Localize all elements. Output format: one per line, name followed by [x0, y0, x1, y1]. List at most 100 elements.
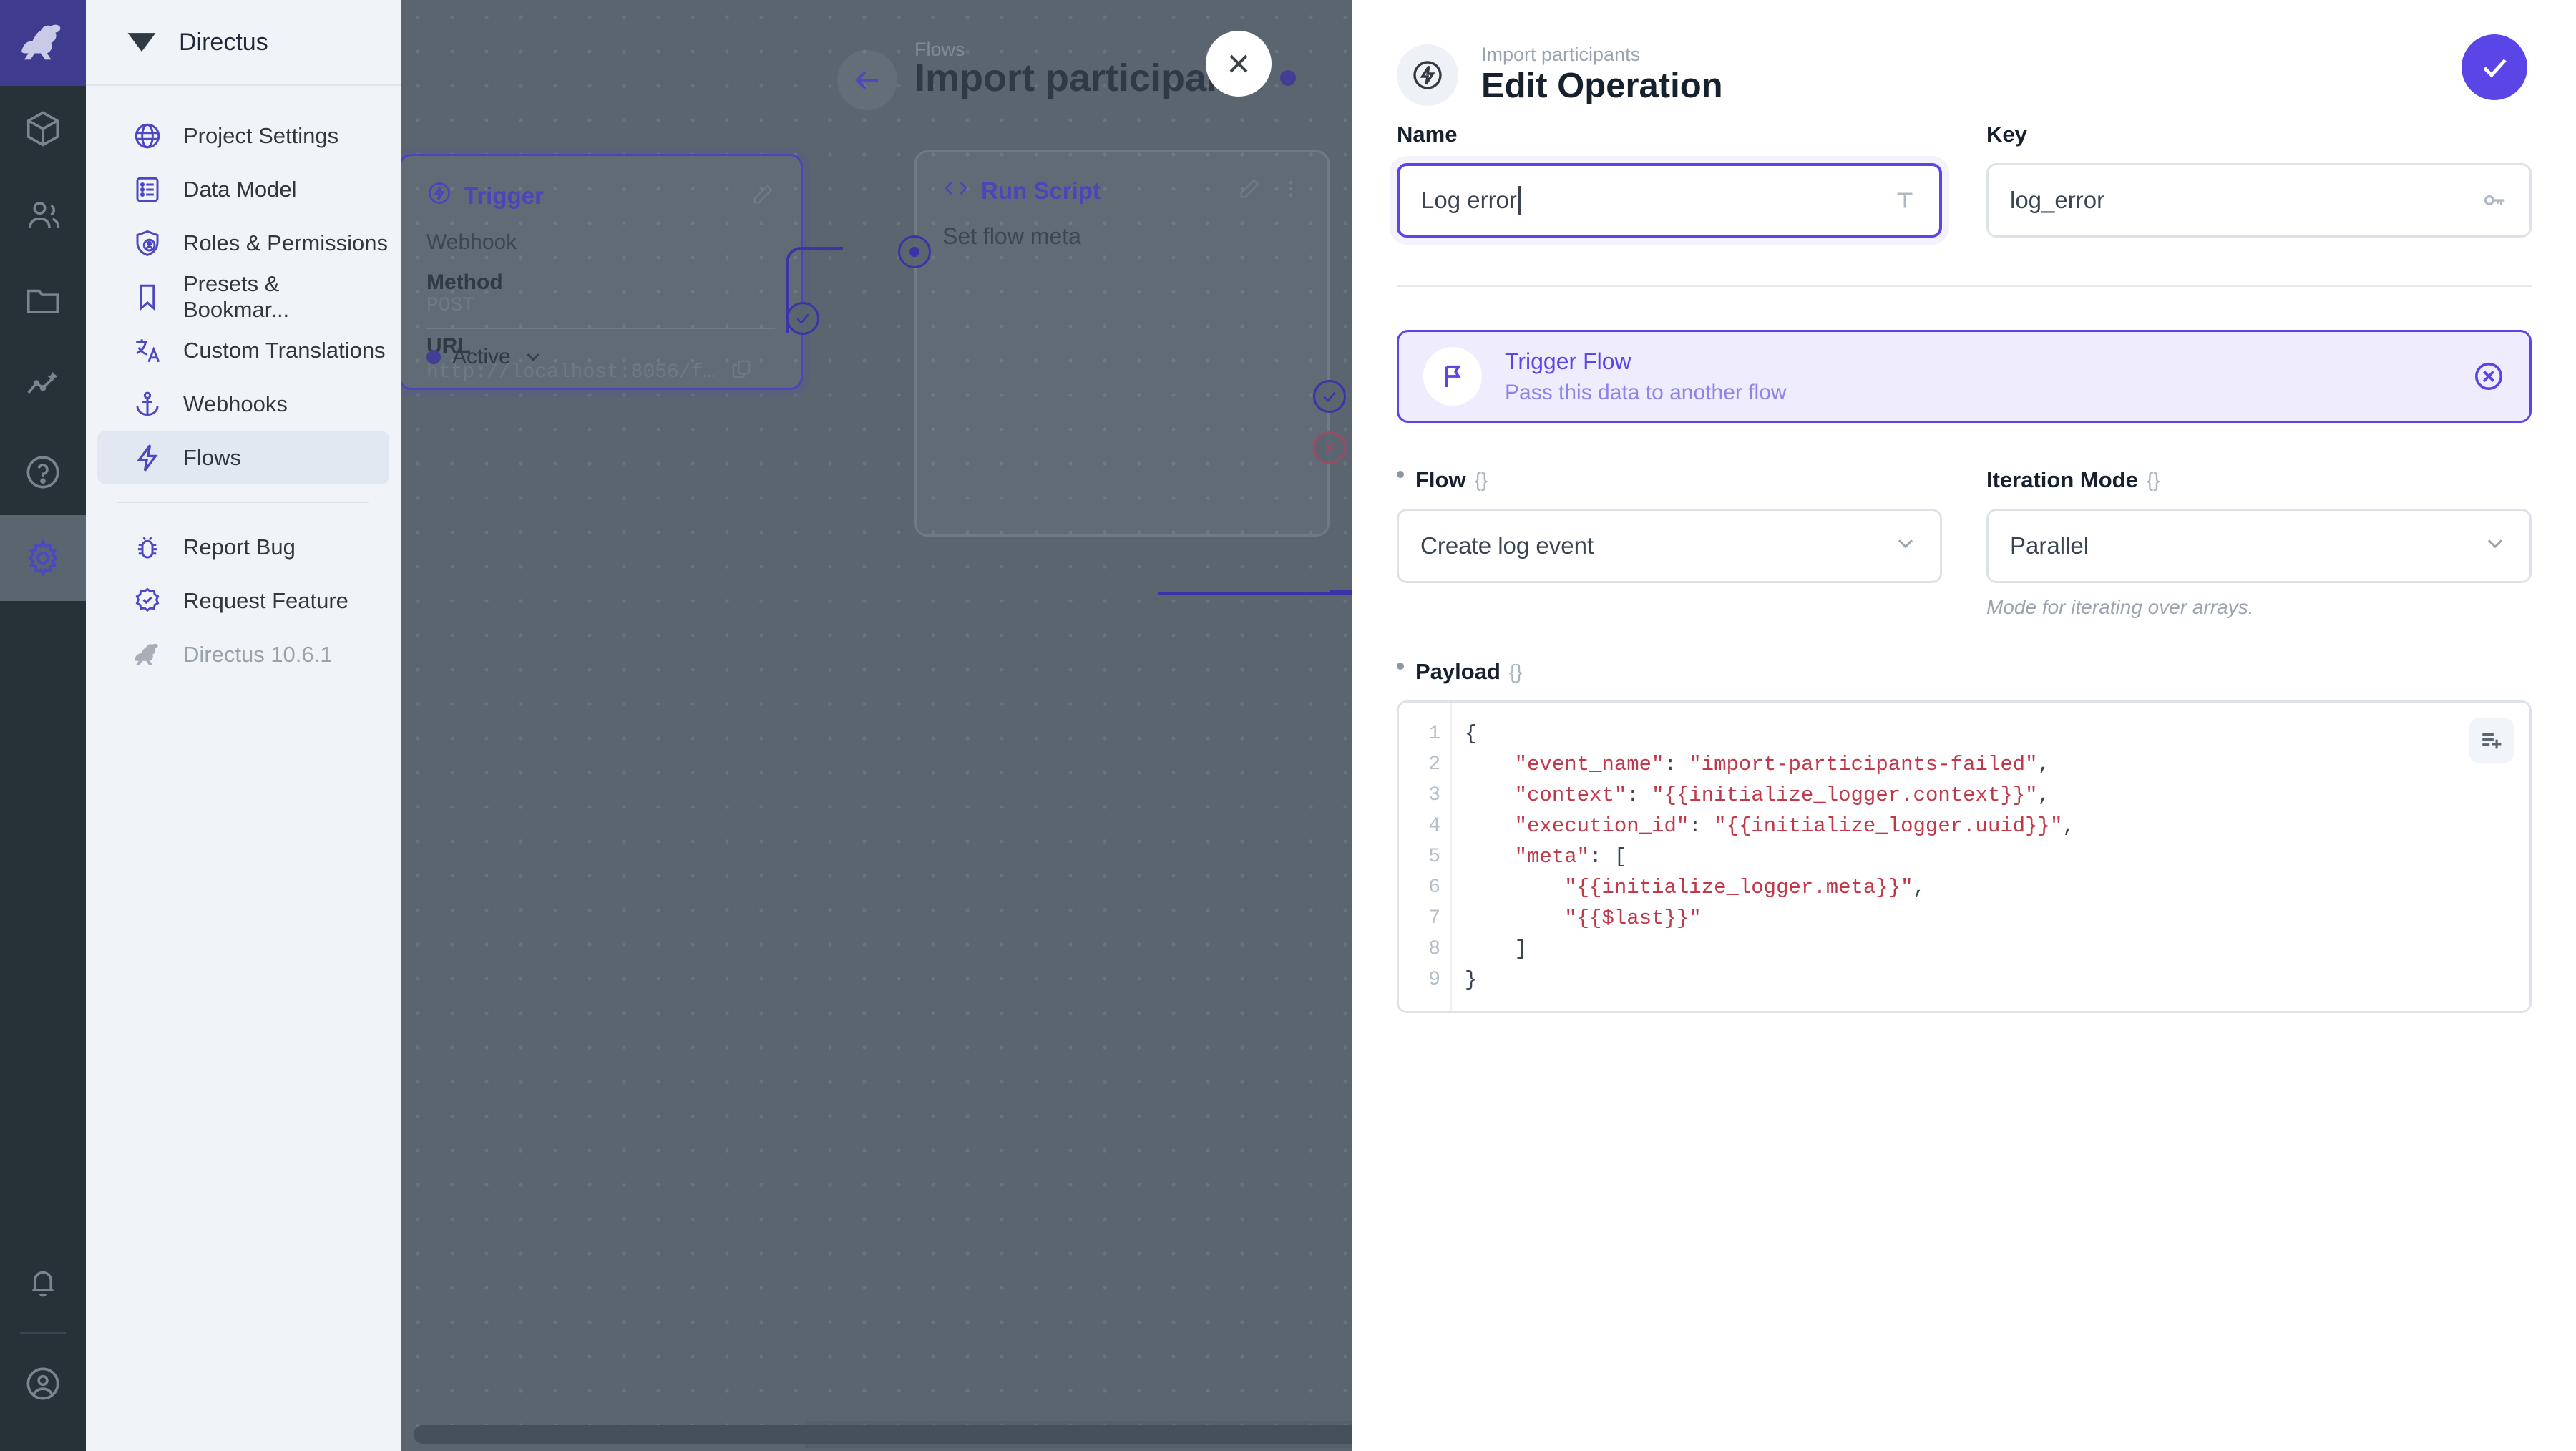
banner-title: Trigger Flow	[1505, 348, 1631, 374]
key-input[interactable]: log_error	[1986, 163, 2532, 238]
flag-icon	[1423, 347, 1482, 406]
iteration-mode-hint: Mode for iterating over arrays.	[1986, 596, 2254, 618]
chevron-down-icon[interactable]	[522, 346, 544, 368]
user-account-icon[interactable]	[0, 1341, 86, 1427]
notifications-bell-icon[interactable]	[0, 1239, 86, 1325]
close-drawer-button[interactable]	[1206, 31, 1272, 97]
node-output-port-error[interactable]	[1313, 431, 1346, 464]
flow-edge	[1158, 592, 1430, 595]
operation-type-banner[interactable]: Trigger Flow Pass this data to another f…	[1397, 330, 2532, 423]
sidebar-item-presets-bookmarks[interactable]: Presets & Bookmar...	[97, 270, 389, 323]
users-icon[interactable]	[0, 172, 86, 258]
sidebar-item-version: Directus 10.6.1	[97, 627, 389, 681]
breadcrumb[interactable]: Flows	[914, 39, 965, 60]
sidebar-item-label: Flows	[183, 444, 241, 470]
more-options-icon[interactable]	[1280, 177, 1302, 205]
node-input-port[interactable]	[898, 235, 931, 268]
name-key-row: Name Log error Key	[1397, 122, 2532, 238]
editor-code-line: "{{initialize_logger.meta}}",	[1564, 876, 1926, 899]
node-header: Trigger	[426, 180, 775, 212]
node-field-value: POST	[426, 295, 475, 317]
name-input-value: Log error	[1421, 187, 1517, 213]
badge-check-icon	[130, 584, 165, 618]
list-box-icon	[130, 172, 165, 207]
name-input[interactable]: Log error	[1397, 163, 1942, 238]
translate-icon	[130, 333, 165, 368]
insights-icon[interactable]	[0, 343, 86, 429]
editor-code-line: {	[1465, 722, 1478, 746]
iteration-mode-label: Iteration Mode {}	[1986, 467, 2532, 493]
circle-x-icon[interactable]	[2472, 360, 2505, 393]
braces-icon: {}	[1474, 469, 1488, 491]
iteration-mode-select[interactable]: Parallel	[1986, 509, 2532, 583]
sidebar-item-report-bug[interactable]: Report Bug	[97, 520, 389, 574]
horizontal-scrollbar-thumb[interactable]	[414, 1425, 1365, 1444]
editor-line-number: 5	[1428, 846, 1440, 868]
sidebar-item-custom-translations[interactable]: Custom Translations	[97, 323, 389, 377]
save-button[interactable]	[2462, 34, 2527, 100]
drawer-header: Import participants Edit Operation	[1352, 0, 2576, 122]
key-input-value: log_error	[2010, 187, 2105, 213]
sidebar-item-label: Request Feature	[183, 587, 348, 613]
sidebar-item-data-model[interactable]: Data Model	[97, 162, 389, 216]
project-name: Directus	[179, 28, 268, 56]
sidebar-item-label: Data Model	[183, 176, 297, 202]
bookmark-icon	[130, 280, 165, 314]
format-code-icon[interactable]	[2469, 718, 2514, 763]
sidebar-item-project-settings[interactable]: Project Settings	[97, 109, 389, 162]
chevron-down-icon	[1893, 530, 1918, 562]
operation-bolt-icon	[1397, 44, 1458, 106]
sidebar-item-flows[interactable]: Flows	[97, 431, 389, 484]
iteration-mode-field-group: Iteration Mode {} Parallel Mode for iter…	[1986, 467, 2532, 619]
copy-icon[interactable]	[731, 358, 752, 386]
editor-line-number: 7	[1428, 907, 1440, 929]
flow-node-run-script-set-flow-meta[interactable]: Run Script Set flow meta	[898, 150, 1346, 537]
sidebar-header: Directus	[86, 0, 401, 86]
name-label: Name	[1397, 122, 1458, 147]
braces-icon: {}	[1508, 660, 1523, 683]
editor-line-number: 4	[1428, 815, 1440, 837]
anchor-icon	[130, 387, 165, 421]
sidebar-nav-list: Project Settings Data Model	[86, 86, 401, 681]
status-dot	[426, 350, 441, 364]
node-status[interactable]: Active	[426, 328, 775, 369]
editor-code-line: ]	[1514, 937, 1528, 961]
editor-code-line: "execution_id": "{{initialize_logger.uui…	[1514, 814, 2075, 838]
name-field-group: Name Log error	[1397, 122, 1942, 238]
section-divider	[1397, 285, 2532, 287]
editor-line-number: 3	[1428, 784, 1440, 806]
edit-pencil-icon[interactable]	[751, 182, 775, 210]
payload-label: Payload {}	[1397, 659, 2532, 685]
sidebar-item-webhooks[interactable]: Webhooks	[97, 377, 389, 431]
node-name: Set flow meta	[942, 223, 1081, 249]
flow-node-trigger[interactable]: Trigger Webhook Method POST URL http://l…	[401, 154, 819, 390]
sidebar-item-label: Project Settings	[183, 122, 339, 148]
flow-select[interactable]: Create log event	[1397, 509, 1942, 583]
drawer-title: Edit Operation	[1481, 67, 1723, 106]
globe-icon	[130, 119, 165, 153]
text-caret	[1518, 186, 1521, 215]
editor-line-number: 8	[1428, 938, 1440, 960]
flow-select-value: Create log event	[1420, 532, 1594, 559]
files-folder-icon[interactable]	[0, 258, 86, 343]
content-box-icon[interactable]	[0, 86, 86, 172]
sidebar-divider	[117, 502, 369, 503]
bolt-circle-icon	[426, 180, 452, 212]
directus-rabbit-logo[interactable]	[0, 0, 86, 86]
edit-pencil-icon[interactable]	[1237, 177, 1262, 205]
payload-label-text: Payload	[1415, 659, 1501, 684]
sidebar-item-roles-permissions[interactable]: Roles & Permissions	[97, 216, 389, 270]
help-icon[interactable]	[0, 429, 86, 515]
node-type-label: Trigger	[464, 182, 544, 209]
editor-line-number: 9	[1428, 969, 1440, 991]
settings-gear-icon[interactable]	[0, 515, 86, 601]
node-field-label: Method	[426, 270, 503, 294]
node-status-label: Active	[452, 345, 511, 368]
flow-label-text: Flow	[1415, 467, 1466, 492]
back-button[interactable]	[837, 50, 897, 110]
settings-sidebar: Directus Project Settings Data M	[86, 0, 401, 1451]
editor-code[interactable]: { "event_name": "import-participants-fai…	[1452, 703, 2529, 1011]
sidebar-item-request-feature[interactable]: Request Feature	[97, 574, 389, 627]
key-field-group: Key log_error	[1986, 122, 2532, 238]
